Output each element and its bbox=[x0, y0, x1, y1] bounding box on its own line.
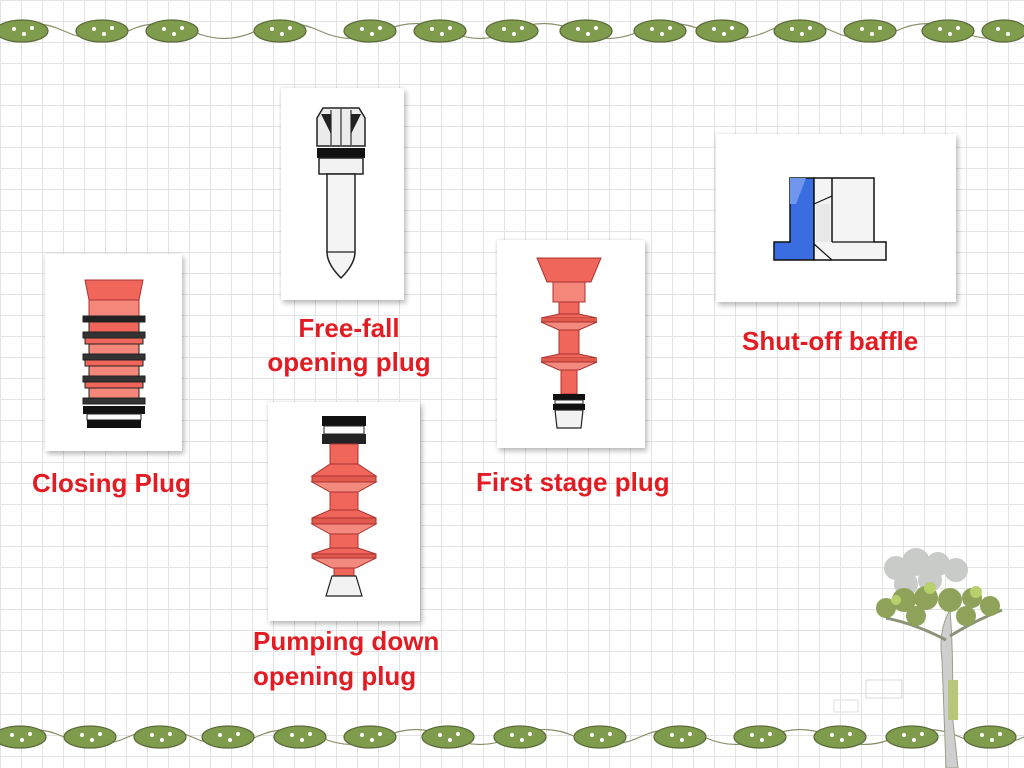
shut-off-baffle-image bbox=[773, 177, 887, 261]
free-fall-opening-plug-card bbox=[281, 88, 404, 300]
pumping-down-opening-plug-image bbox=[310, 416, 378, 597]
pumping-down-opening-plug-card bbox=[268, 402, 420, 621]
shut-off-baffle-card bbox=[716, 134, 956, 302]
closing-plug-image bbox=[82, 279, 146, 428]
free-fall-label-line2: opening plug bbox=[267, 347, 431, 377]
bottom-leaf-border bbox=[0, 725, 1024, 749]
pumping-down-label-line1: Pumping down bbox=[253, 626, 440, 656]
closing-plug-card bbox=[45, 254, 182, 451]
top-leaf-border bbox=[0, 19, 1024, 43]
first-stage-plug-image bbox=[536, 257, 602, 429]
first-stage-plug-label: First stage plug bbox=[476, 467, 670, 497]
pumping-down-label-line2: opening plug bbox=[253, 661, 417, 691]
shut-off-baffle-label: Shut-off baffle bbox=[742, 326, 919, 356]
closing-plug-label: Closing Plug bbox=[32, 468, 191, 498]
free-fall-label-line1: Free-fall bbox=[298, 313, 400, 343]
tree-illustration-icon bbox=[833, 548, 1003, 768]
first-stage-plug-card bbox=[497, 240, 645, 448]
free-fall-opening-plug-image bbox=[316, 107, 366, 280]
